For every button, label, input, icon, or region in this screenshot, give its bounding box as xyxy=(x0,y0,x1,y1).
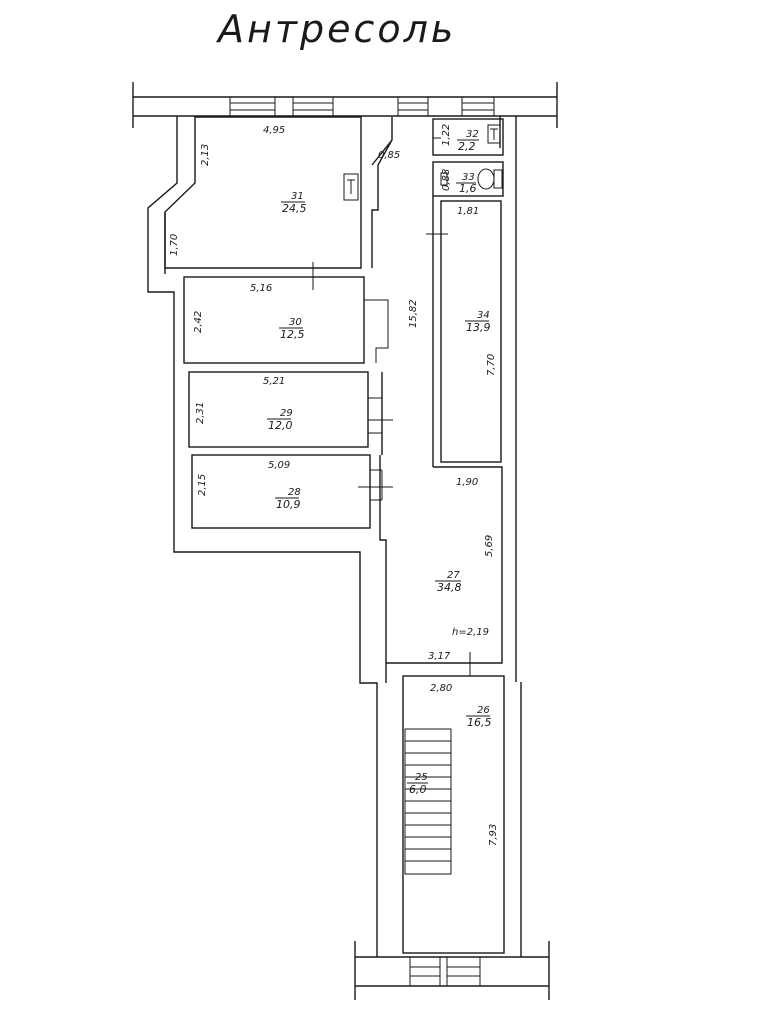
top-exterior-wall xyxy=(132,82,558,128)
room-30-dim-width: 5,16 xyxy=(250,283,272,294)
room-34 xyxy=(426,196,502,467)
room-29-number: 29 xyxy=(280,408,293,419)
room-34-dim-length: 7,70 xyxy=(486,354,497,376)
staircase xyxy=(404,728,452,875)
bottom-exterior-wall xyxy=(354,941,550,1000)
room-25-number: 25 xyxy=(415,772,428,783)
room-30 xyxy=(183,276,389,364)
room-29-area: 12,0 xyxy=(268,419,293,432)
room-31-number: 31 xyxy=(291,191,304,202)
room-27-number: 27 xyxy=(447,570,460,581)
room-28 xyxy=(191,454,393,529)
room-30-number: 30 xyxy=(289,317,302,328)
room-26 xyxy=(402,675,505,954)
room-27 xyxy=(386,466,503,676)
corridor-length: 15,82 xyxy=(408,299,419,328)
room-31-area: 24,5 xyxy=(282,202,307,215)
room-31-dim-side: 1,70 xyxy=(169,234,180,256)
room-28-dim-width: 5,09 xyxy=(268,460,290,471)
room-32-dim: 1,22 xyxy=(441,124,452,146)
room-31-dim-depth: 2,13 xyxy=(200,144,211,166)
room-34-number: 34 xyxy=(477,310,490,321)
room-26-dim-width: 2,80 xyxy=(430,683,452,694)
room-30-area: 12,5 xyxy=(280,328,305,341)
room-30-dim-depth: 2,42 xyxy=(193,311,204,333)
room-33 xyxy=(432,161,504,197)
room-32-number: 32 xyxy=(466,129,479,140)
room-33-dim: 0,88 xyxy=(441,169,452,191)
room-33-number: 33 xyxy=(462,172,475,183)
room-34-dim-width: 1,81 xyxy=(457,206,479,217)
corridor-width: 0,85 xyxy=(378,150,400,161)
room-28-number: 28 xyxy=(288,487,301,498)
room-27-dim-width: 1,90 xyxy=(456,477,478,488)
room-34-area: 13,9 xyxy=(466,321,491,334)
room-28-area: 10,9 xyxy=(276,498,301,511)
east-outer-wall xyxy=(499,116,522,952)
room-31 xyxy=(164,116,362,290)
plan-title: Антресоль xyxy=(218,7,457,51)
room-26-number: 26 xyxy=(477,705,490,716)
room-25-area: 6,0 xyxy=(409,783,427,796)
room-28-dim-depth: 2,15 xyxy=(197,474,208,496)
room-27-dim-length: 5,69 xyxy=(484,535,495,557)
room-29-dim-depth: 2,31 xyxy=(195,402,206,424)
room-27-area: 34,8 xyxy=(437,581,462,594)
west-outer-wall xyxy=(147,116,378,952)
room-32-area: 2,2 xyxy=(458,140,476,153)
room-26-dim-length: 7,93 xyxy=(488,824,499,846)
corridor-walls xyxy=(371,117,393,683)
room-31-dim-width: 4,95 xyxy=(263,125,285,136)
room-33-area: 1,6 xyxy=(459,182,477,195)
room-27-height: h=2,19 xyxy=(452,627,489,638)
room-32 xyxy=(432,118,504,156)
room-29-dim-width: 5,21 xyxy=(263,376,285,387)
room-26-area: 16,5 xyxy=(467,716,492,729)
room-27-dim-bottom: 3,17 xyxy=(428,651,451,662)
